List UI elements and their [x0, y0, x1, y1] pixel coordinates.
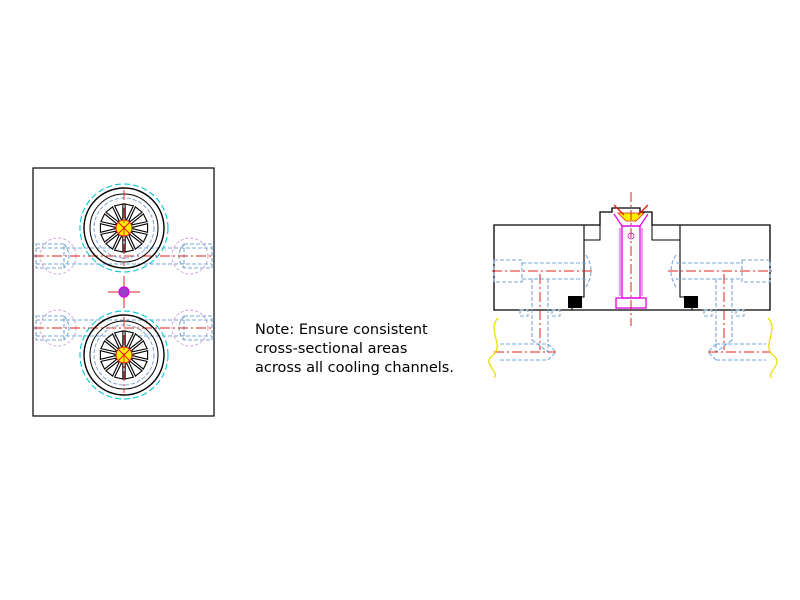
fan-blade [113, 362, 124, 380]
section-view [488, 192, 778, 379]
sprue-bushing [613, 204, 649, 309]
cavity-bottom-fan-blades [99, 330, 149, 380]
mold-plate-outline [493, 207, 771, 311]
design-note-line-2: cross-sectional areas [255, 341, 408, 357]
support-block-left [568, 296, 582, 308]
fan-blade [131, 357, 148, 370]
fan-blade [124, 330, 135, 348]
fan-blade [128, 333, 143, 350]
insert-shoulders [584, 225, 680, 241]
break-line-right [767, 317, 778, 379]
fan-blade [100, 230, 117, 243]
fan-blade [131, 340, 148, 353]
fan-blade [113, 203, 124, 221]
fan-blade [105, 206, 120, 223]
design-note-line-3: across all cooling channels. [255, 360, 454, 376]
fan-blade [105, 333, 120, 350]
fan-blade [113, 235, 124, 253]
cavity-bottom [79, 310, 169, 400]
plan-view [32, 167, 215, 417]
fan-blade [124, 203, 135, 221]
plan-centerlines [34, 255, 213, 329]
design-note: Note: Ensure consistent cross-sectional … [255, 321, 475, 378]
fan-blade [99, 223, 116, 233]
fan-blade [113, 330, 124, 348]
section-cooling-channel-left [493, 254, 592, 361]
fan-blade [128, 360, 143, 377]
section-channel-centerlines [492, 270, 772, 353]
plan-sprue [108, 276, 140, 308]
support-block-right [684, 296, 698, 308]
plan-view-frame [32, 167, 215, 417]
fan-blade [131, 213, 148, 226]
fan-blade [99, 350, 116, 360]
cavity-top [79, 183, 169, 273]
fan-blade [100, 340, 117, 353]
cavity-top-insert-outline [79, 183, 169, 273]
cavity-top-fan-blades [99, 203, 149, 253]
break-line-left [488, 317, 499, 379]
core-pocket-steps [571, 225, 693, 310]
fan-blade [105, 233, 120, 250]
fan-blade [132, 350, 149, 360]
fan-blade [105, 360, 120, 377]
fan-blade [100, 213, 117, 226]
section-cooling-channel-right [670, 254, 771, 361]
fan-blade [128, 233, 143, 250]
cavity-top-outer-ring [83, 187, 165, 269]
fan-blade [100, 357, 117, 370]
fan-blade [132, 223, 149, 233]
fan-blade [124, 362, 135, 380]
fan-blade [128, 206, 143, 223]
design-note-line-1: Note: Ensure consistent [255, 322, 428, 338]
fan-blade [131, 230, 148, 243]
cavity-bottom-insert-outline [79, 310, 169, 400]
fan-blade [124, 235, 135, 253]
cavity-bottom-outer-ring [83, 314, 165, 396]
